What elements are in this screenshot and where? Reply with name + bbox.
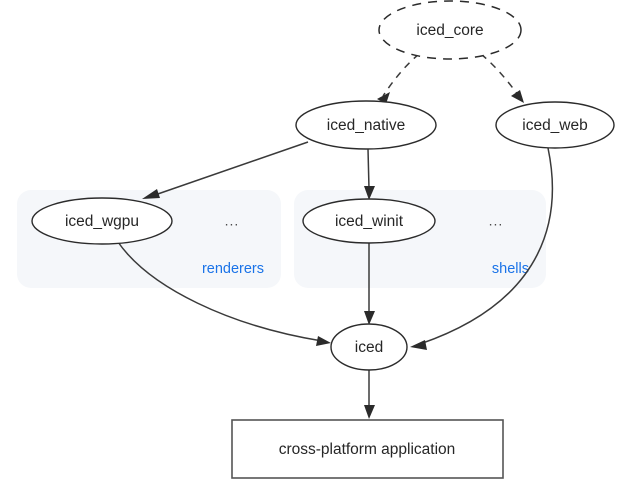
arrowhead-icon: [316, 336, 331, 346]
node-application-shape[interactable]: [231, 419, 504, 479]
edge-iced-winit-to-iced: [364, 243, 375, 325]
node-iced[interactable]: iced: [330, 323, 408, 371]
edge-iced-to-application: [364, 370, 375, 419]
node-iced-web[interactable]: iced_web: [495, 101, 615, 149]
node-iced-core[interactable]: iced_core: [378, 0, 522, 60]
edge-path: [367, 148, 370, 190]
edge-iced-web-to-iced: [410, 147, 554, 350]
edge-path: [480, 53, 519, 96]
arrowhead-icon: [377, 92, 390, 104]
node-application-label: cross-platform application: [279, 441, 456, 458]
edge-path: [151, 141, 309, 197]
edge-path: [382, 53, 420, 97]
node-iced-web-label: iced_web: [522, 117, 588, 134]
node-iced-wgpu-shape[interactable]: [31, 197, 173, 245]
node-iced-wgpu-label: iced_wgpu: [65, 213, 139, 230]
arrowhead-icon: [511, 90, 524, 103]
arrowhead-icon: [142, 189, 160, 199]
edge-path: [117, 241, 323, 342]
node-iced-winit-label: iced_winit: [335, 213, 404, 230]
edge-iced-core-to-iced-native: [377, 53, 420, 104]
node-iced-wgpu[interactable]: iced_wgpu: [31, 197, 173, 245]
node-iced-core-label: iced_core: [416, 22, 483, 39]
node-iced-winit-shape[interactable]: [302, 198, 436, 244]
arrowhead-icon: [364, 311, 375, 325]
arrowhead-icon: [364, 186, 375, 200]
edge-iced-native-to-iced-wgpu: [142, 141, 309, 199]
node-iced-core-shape[interactable]: [378, 0, 522, 60]
node-iced-shape[interactable]: [330, 323, 408, 371]
node-iced-native-label: iced_native: [327, 117, 405, 134]
cluster-shells-label: shells: [492, 261, 529, 277]
arrowhead-icon: [364, 405, 375, 419]
node-iced-web-shape[interactable]: [495, 101, 615, 149]
arrowhead-icon: [410, 340, 427, 350]
edge-path: [419, 147, 554, 345]
edge-iced-core-to-iced-web: [480, 53, 524, 103]
renderers-more-placeholder: ...: [225, 213, 240, 229]
node-iced-winit[interactable]: iced_winit: [302, 198, 436, 244]
node-iced-native[interactable]: iced_native: [295, 100, 437, 150]
node-iced-native-shape[interactable]: [295, 100, 437, 150]
node-cross-platform-application[interactable]: cross-platform application: [231, 419, 504, 479]
edge-iced-wgpu-to-iced: [117, 241, 331, 346]
node-iced-label: iced: [355, 339, 383, 356]
shells-more-placeholder: ...: [489, 213, 504, 229]
edge-iced-native-to-iced-winit: [364, 148, 375, 200]
cluster-renderers-label: renderers: [202, 261, 264, 277]
